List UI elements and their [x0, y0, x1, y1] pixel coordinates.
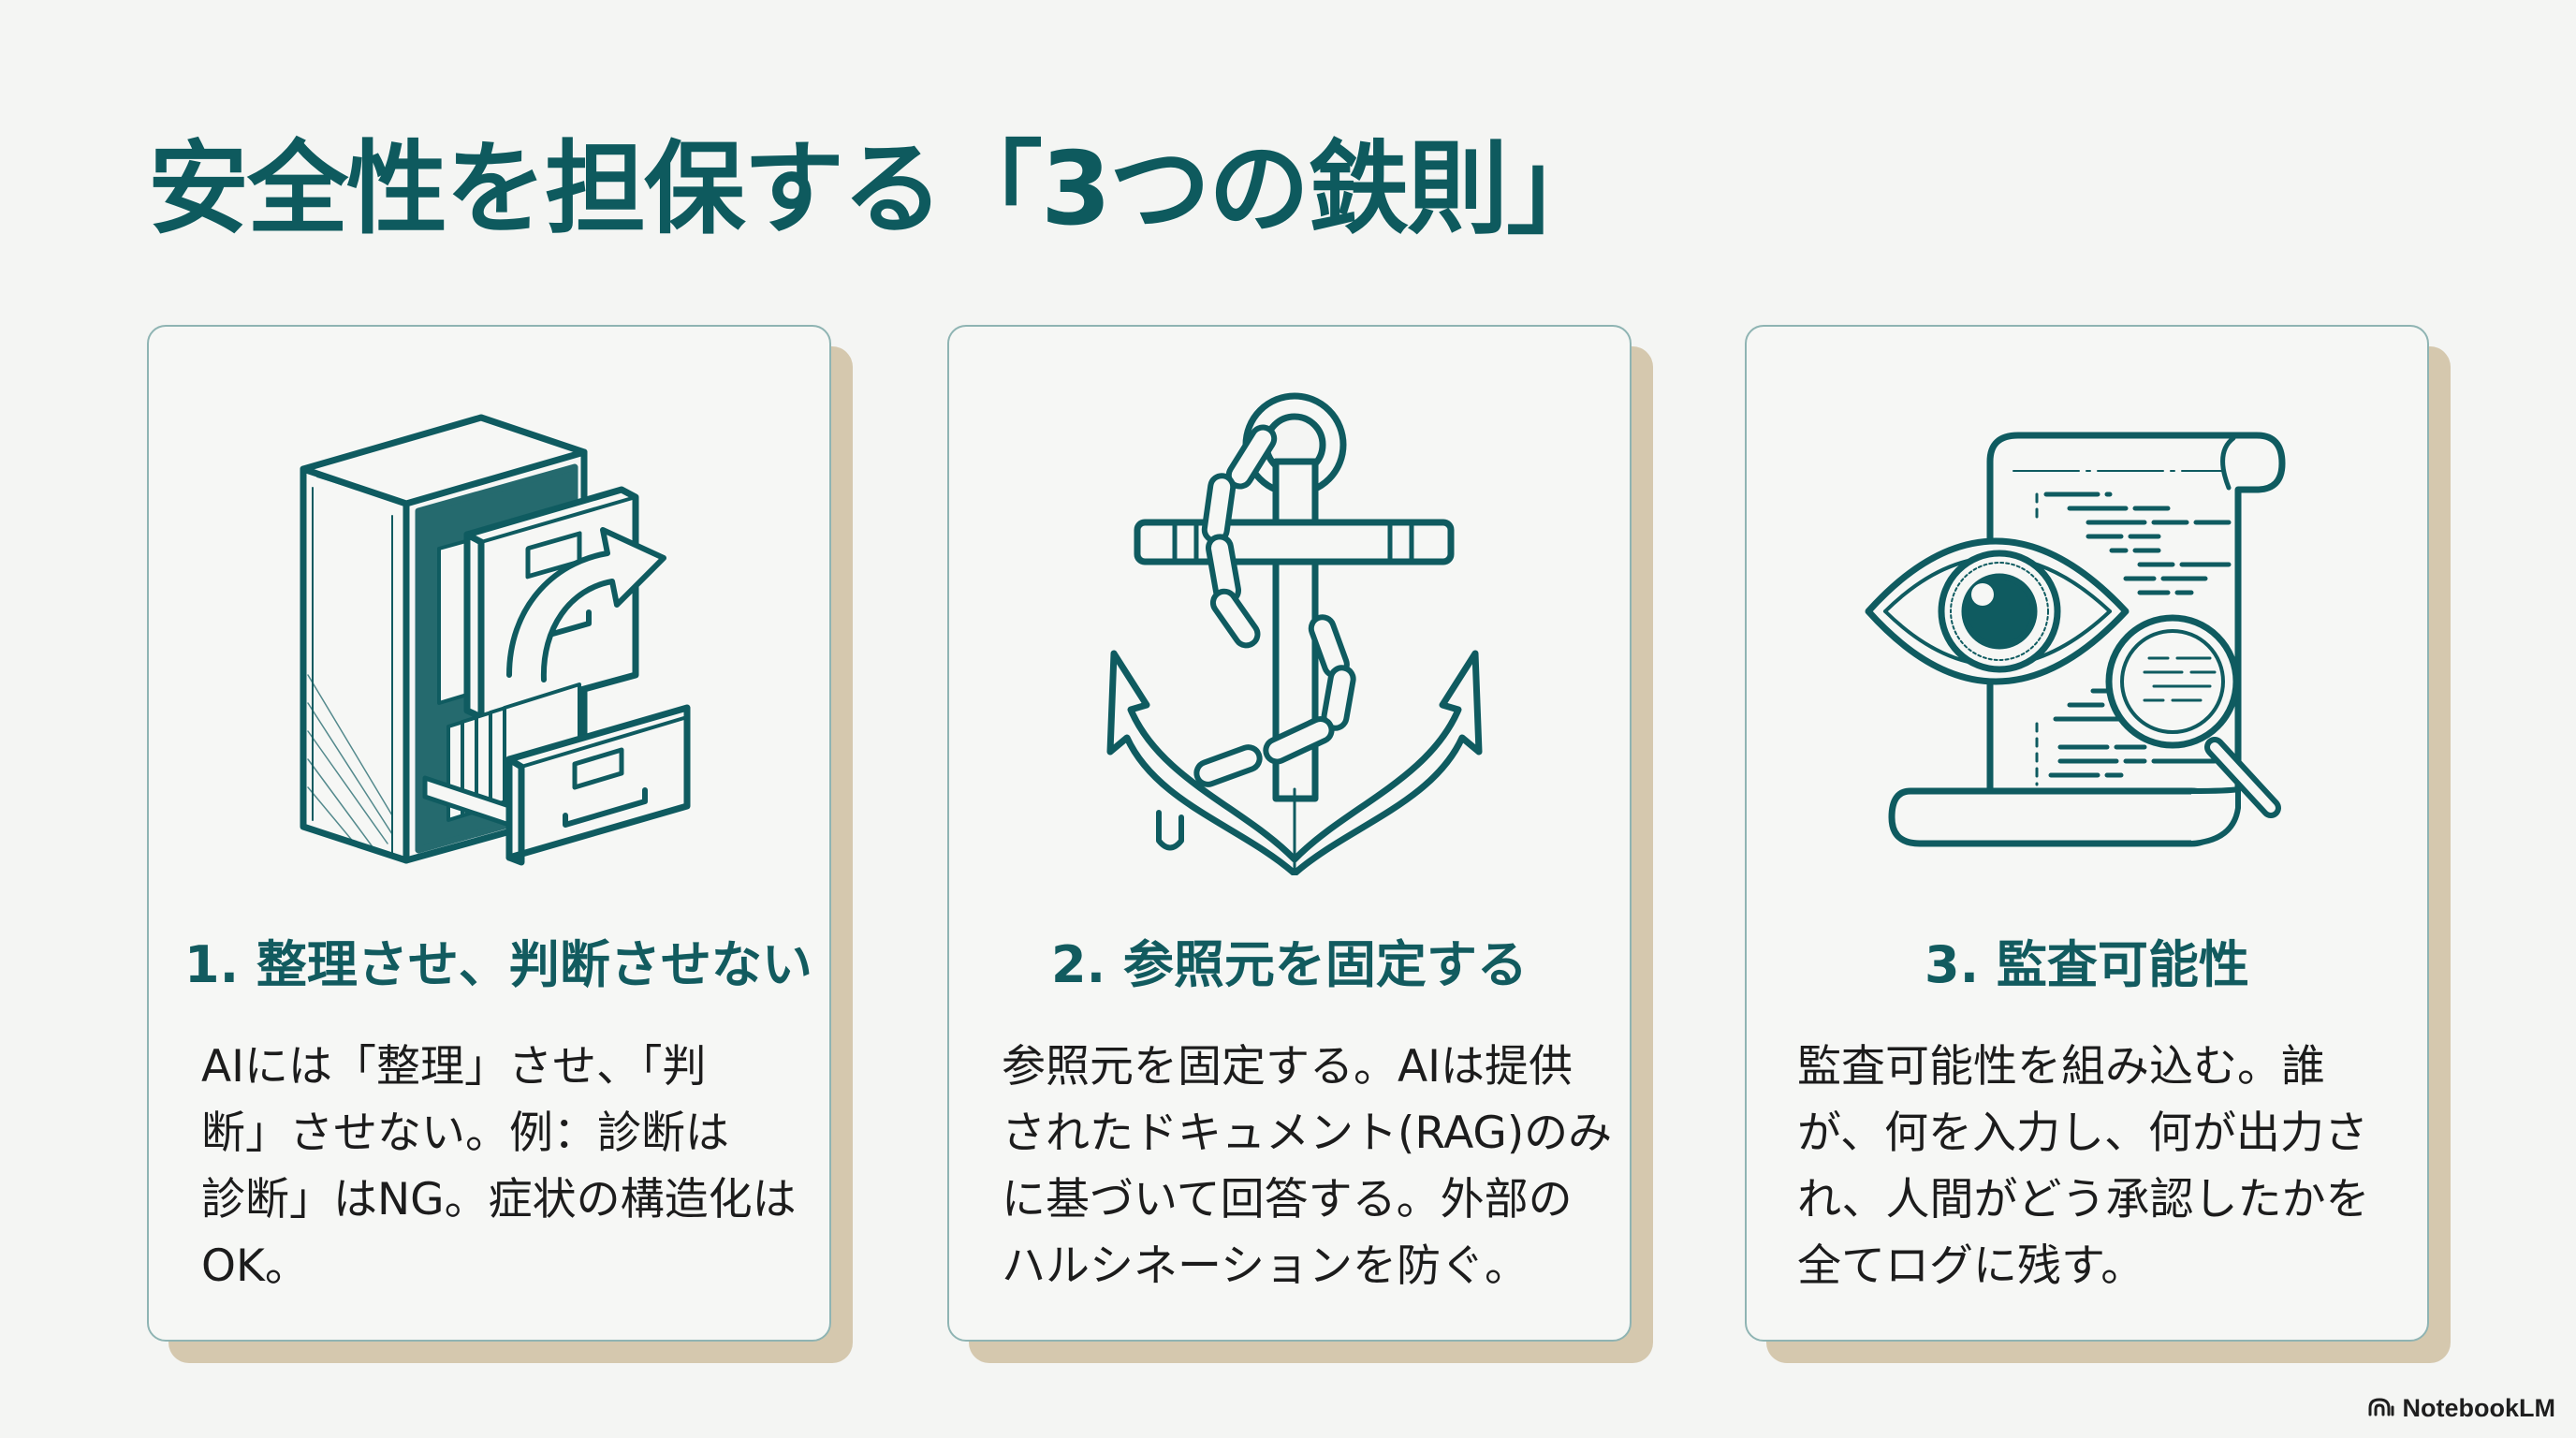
anchor-icon: [1105, 387, 1484, 875]
rule-card-1: 1. 整理させ、判断させない AIには「整理」させ、「判 断」させない。例：診断…: [147, 325, 853, 1363]
eye-audit-log-icon: [1859, 415, 2310, 850]
body-line: 診断」はNG。症状の構造化は: [201, 1174, 797, 1225]
body-line: が、何を入力し、何が出力さ: [1797, 1108, 2369, 1159]
card-body: 監査可能性を組み込む。誰 が、何を入力し、何が出力さ れ、人間がどう承認したかを…: [1797, 1034, 2378, 1299]
body-line: 全てログに残す。: [1797, 1240, 2145, 1292]
body-line: AIには「整理」させ、「判: [201, 1041, 707, 1093]
slide-title: 安全性を担保する「3つの鉄則」: [148, 131, 1607, 248]
rule-card-2: 2. 参照元を固定する 参照元を固定する。AIは提供 されたドキュメント(RAG…: [947, 325, 1653, 1363]
card-panel: 2. 参照元を固定する 参照元を固定する。AIは提供 されたドキュメント(RAG…: [947, 325, 1632, 1342]
body-line: ハルシネーションを防ぐ。: [1002, 1240, 1530, 1292]
body-line: されたドキュメント(RAG)のみ: [1002, 1108, 1613, 1159]
body-line: に基づいて回答する。外部の: [1002, 1174, 1573, 1225]
notebooklm-branding: NotebookLM: [2367, 1394, 2555, 1423]
card-panel: 1. 整理させ、判断させない AIには「整理」させ、「判 断」させない。例：診断…: [147, 325, 831, 1342]
brand-label: NotebookLM: [2402, 1394, 2555, 1422]
card-heading: 1. 整理させ、判断させない: [184, 935, 812, 994]
card-body: AIには「整理」させ、「判 断」させない。例：診断は 診断」はNG。症状の構造化…: [201, 1034, 797, 1299]
card-panel: 3. 監査可能性 監査可能性を組み込む。誰 が、何を入力し、何が出力さ れ、人間…: [1745, 325, 2429, 1342]
body-line: 監査可能性を組み込む。誰: [1797, 1041, 2325, 1093]
rule-card-3: 3. 監査可能性 監査可能性を組み込む。誰 が、何を入力し、何が出力さ れ、人間…: [1745, 325, 2451, 1363]
body-line: 参照元を固定する。AIは提供: [1002, 1041, 1573, 1093]
body-line: 断」させない。例：診断は: [201, 1108, 729, 1159]
card-heading: 3. 監査可能性: [1925, 935, 2249, 994]
filing-cabinet-icon: [299, 394, 710, 867]
card-body: 参照元を固定する。AIは提供 されたドキュメント(RAG)のみ に基づいて回答す…: [1002, 1034, 1613, 1299]
card-heading: 2. 参照元を固定する: [1051, 935, 1528, 994]
body-line: れ、人間がどう承認したかを: [1797, 1174, 2370, 1225]
body-line: OK。: [201, 1240, 309, 1292]
notebooklm-logo-icon: [2367, 1394, 2395, 1423]
